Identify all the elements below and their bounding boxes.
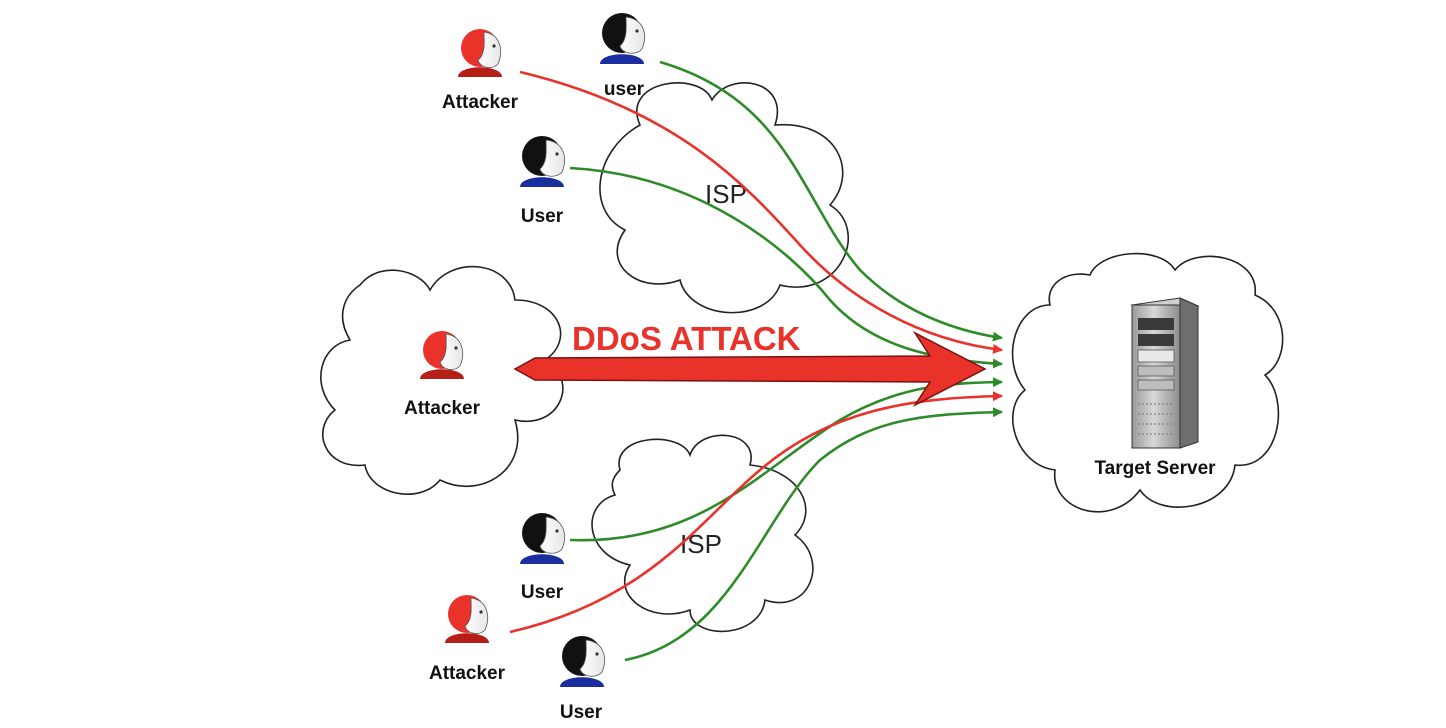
ddos-attack-title: DDoS ATTACK — [572, 320, 801, 357]
legit-flow-user-top — [659, 60, 1003, 342]
attacker-top-label: Attacker — [442, 92, 519, 113]
attacker-person-icon — [458, 29, 502, 77]
attacker-person-icon — [445, 595, 489, 643]
user-bottom2 — [560, 636, 605, 687]
user-bottom1-label: User — [521, 582, 564, 603]
user-top — [600, 13, 645, 64]
target-server — [1130, 297, 1200, 449]
user-person-icon — [520, 513, 565, 564]
user-mid — [520, 136, 565, 187]
attacker-person-icon — [420, 331, 464, 379]
legit-flow-user-bottom2 — [624, 407, 1003, 662]
user-person-icon — [520, 136, 565, 187]
attacker-bottom-label: Attacker — [429, 663, 506, 684]
user-person-icon — [600, 13, 645, 64]
attacker-center — [420, 331, 464, 379]
user-bottom1 — [520, 513, 565, 564]
isp-label-bottom: ISP — [680, 529, 722, 559]
attacker-bottom — [445, 595, 489, 643]
user-person-icon — [560, 636, 605, 687]
user-bottom2-label: User — [560, 702, 603, 723]
ddos-arrow — [513, 331, 987, 407]
attack-flow-attacker-top — [519, 70, 1003, 354]
target-server-label: Target Server — [1094, 458, 1216, 479]
attacker-center-label: Attacker — [404, 398, 481, 419]
attacker-cloud — [320, 265, 564, 495]
user-mid-label: User — [521, 206, 564, 227]
server-tower-icon — [1130, 297, 1200, 449]
user-top-label: user — [604, 79, 645, 100]
attacker-top — [458, 29, 502, 77]
